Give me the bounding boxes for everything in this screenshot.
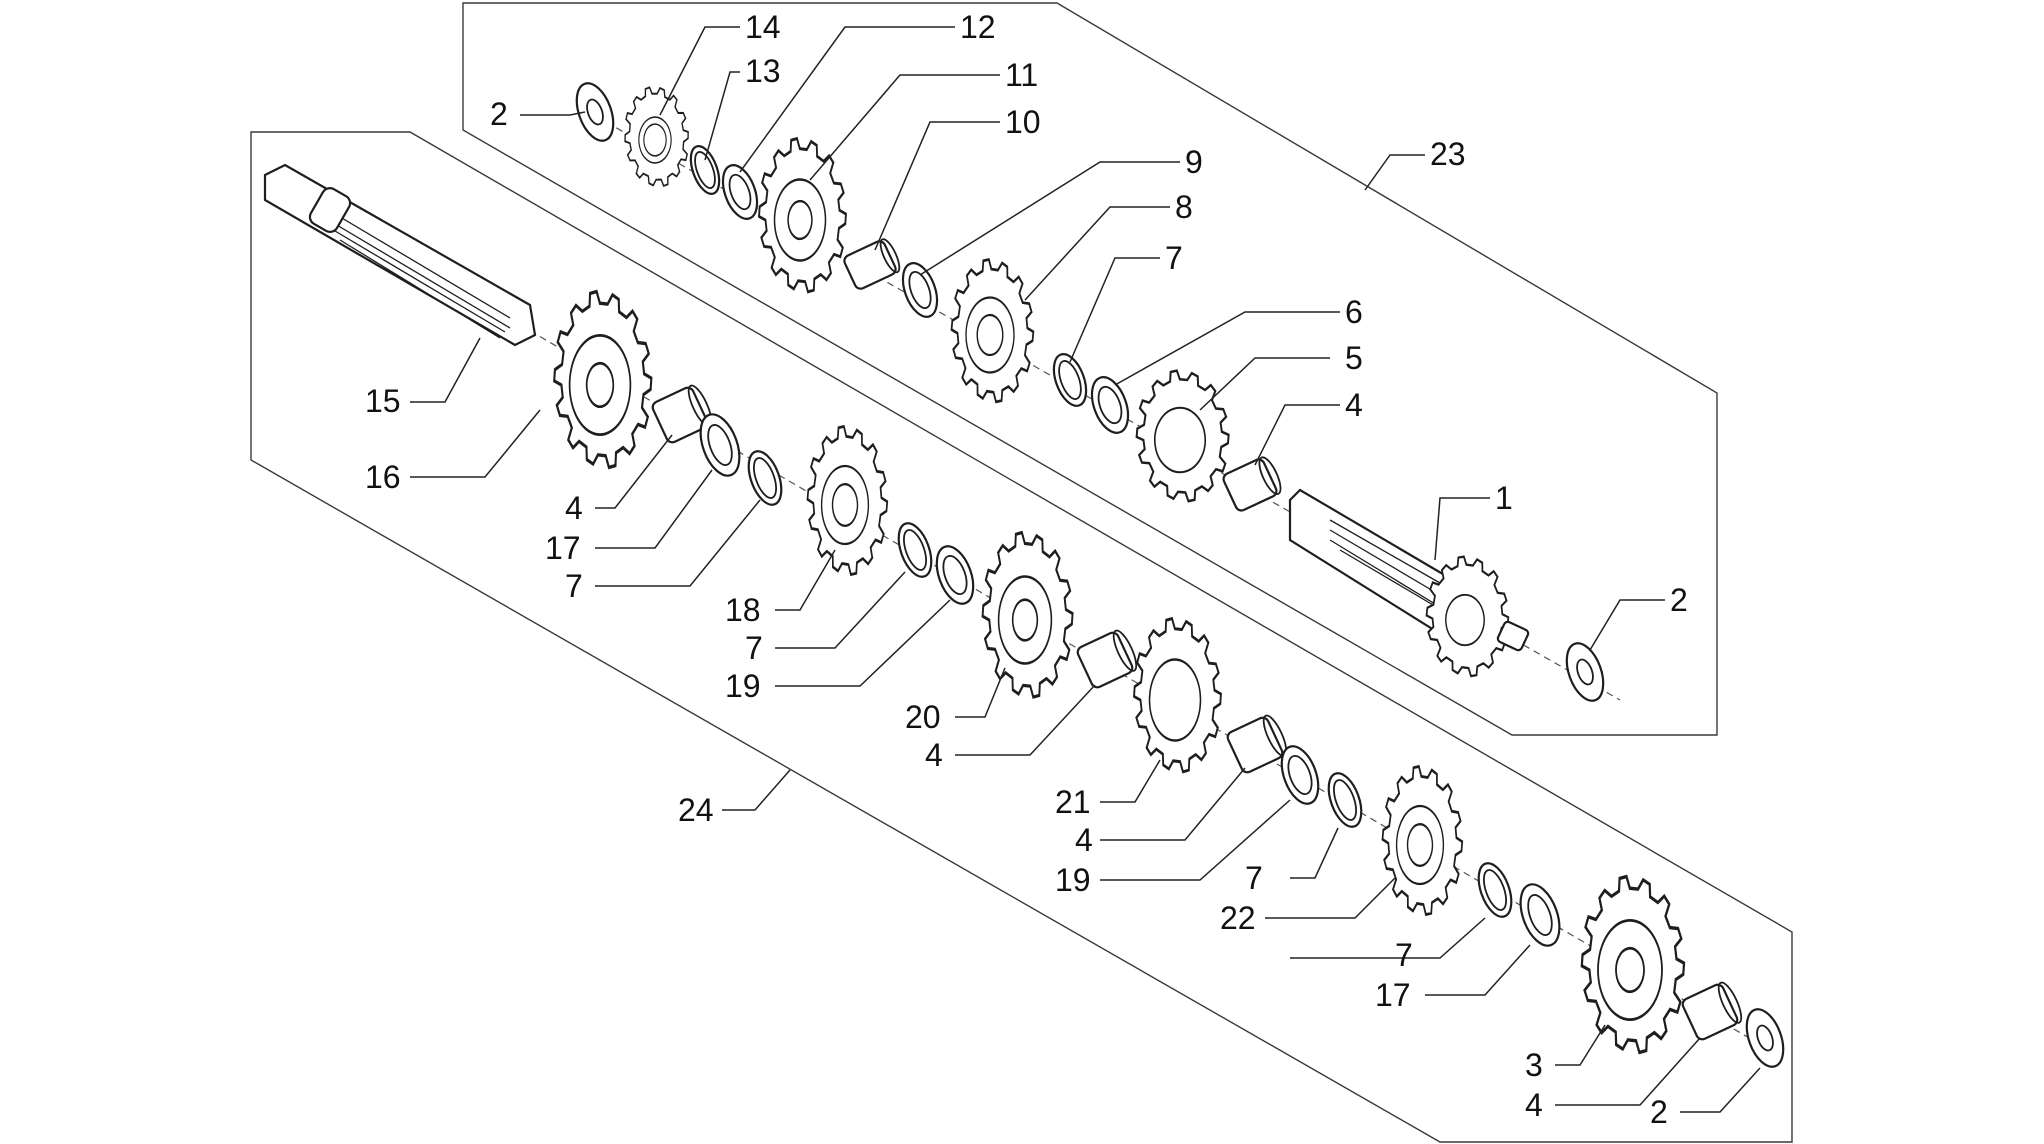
circlip-7-b <box>897 522 933 578</box>
callout-20: 20 <box>905 699 941 735</box>
callout-4-upper: 4 <box>1345 387 1363 423</box>
gear-11 <box>750 126 855 305</box>
bushing-4-a <box>651 384 713 444</box>
callout-4-a: 4 <box>565 490 583 526</box>
callout-7-upper: 7 <box>1165 240 1183 276</box>
assembly-23-outline <box>462 2 1718 736</box>
callout-24: 24 <box>678 792 714 828</box>
callout-8: 8 <box>1175 189 1193 225</box>
callout-10: 10 <box>1005 104 1041 140</box>
callout-7-a: 7 <box>565 568 583 604</box>
gear-22 <box>1375 756 1470 925</box>
callout-12: 12 <box>960 9 996 45</box>
callout-19-a: 19 <box>725 668 761 704</box>
gear-5 <box>1127 359 1238 512</box>
callout-4-c: 4 <box>1075 822 1093 858</box>
circlip-13 <box>689 145 721 195</box>
callout-2-upper-left: 2 <box>490 96 508 132</box>
washer-2-right <box>1565 642 1605 702</box>
callout-17-a: 17 <box>545 530 581 566</box>
spline-washer-17-a <box>699 413 741 477</box>
callout-5: 5 <box>1345 340 1363 376</box>
callout-2-bottom: 2 <box>1650 1094 1668 1130</box>
callout-4-b: 4 <box>925 737 943 773</box>
callout-16: 16 <box>365 459 401 495</box>
callout-13: 13 <box>745 53 781 89</box>
callout-21: 21 <box>1055 784 1091 820</box>
spline-washer-12 <box>721 164 759 220</box>
gear-20 <box>973 519 1082 711</box>
gear-18 <box>800 416 895 585</box>
washer-2-bottom <box>1745 1008 1785 1068</box>
gear-3 <box>1571 862 1695 1067</box>
callout-11: 11 <box>1005 57 1038 93</box>
callout-7-c: 7 <box>1245 860 1263 896</box>
callout-23: 23 <box>1430 136 1466 172</box>
callout-15: 15 <box>365 383 401 419</box>
gear-14 <box>616 75 697 198</box>
callout-2-right: 2 <box>1670 582 1688 618</box>
bushing-4-d <box>1681 981 1743 1041</box>
bushing-4-c <box>1226 714 1288 774</box>
assembly-24-outline <box>250 131 1793 1143</box>
circlip-7-d <box>1477 862 1513 918</box>
callout-19-b: 19 <box>1055 862 1091 898</box>
washer-9 <box>901 262 939 318</box>
gear-16 <box>544 277 662 482</box>
bushing-4-b <box>1076 629 1138 689</box>
leader-lines <box>410 26 1761 1113</box>
gear-8 <box>944 249 1041 412</box>
callout-7-b: 7 <box>745 630 763 666</box>
callout-6: 6 <box>1345 294 1363 330</box>
callout-9: 9 <box>1185 144 1203 180</box>
callout-17-b: 17 <box>1375 977 1411 1013</box>
callout-7-d: 7 <box>1395 937 1413 973</box>
callout-3: 3 <box>1525 1047 1543 1083</box>
callout-22: 22 <box>1220 900 1256 936</box>
spline-washer-17-b <box>1519 883 1561 947</box>
spline-washer-6 <box>1090 376 1130 434</box>
gear-21 <box>1125 606 1230 785</box>
bushing-4-upper <box>1222 456 1282 512</box>
callout-18: 18 <box>725 592 761 628</box>
circlip-7-a <box>747 450 783 506</box>
circlip-7-upper <box>1052 353 1088 407</box>
callout-14: 14 <box>745 9 781 45</box>
callout-4-d: 4 <box>1525 1087 1543 1123</box>
bushing-10 <box>843 238 901 290</box>
circlip-7-c <box>1327 772 1363 828</box>
shaft-15 <box>263 163 537 347</box>
shaft-1 <box>1288 488 1530 685</box>
spline-washer-19-b <box>1280 745 1320 805</box>
washer-2-upper <box>575 82 615 142</box>
spline-washer-19-a <box>935 545 975 605</box>
callout-labels: 2 14 13 12 11 10 9 8 7 6 5 4 1 2 23 15 1… <box>365 9 1688 1130</box>
callout-1: 1 <box>1495 480 1513 516</box>
